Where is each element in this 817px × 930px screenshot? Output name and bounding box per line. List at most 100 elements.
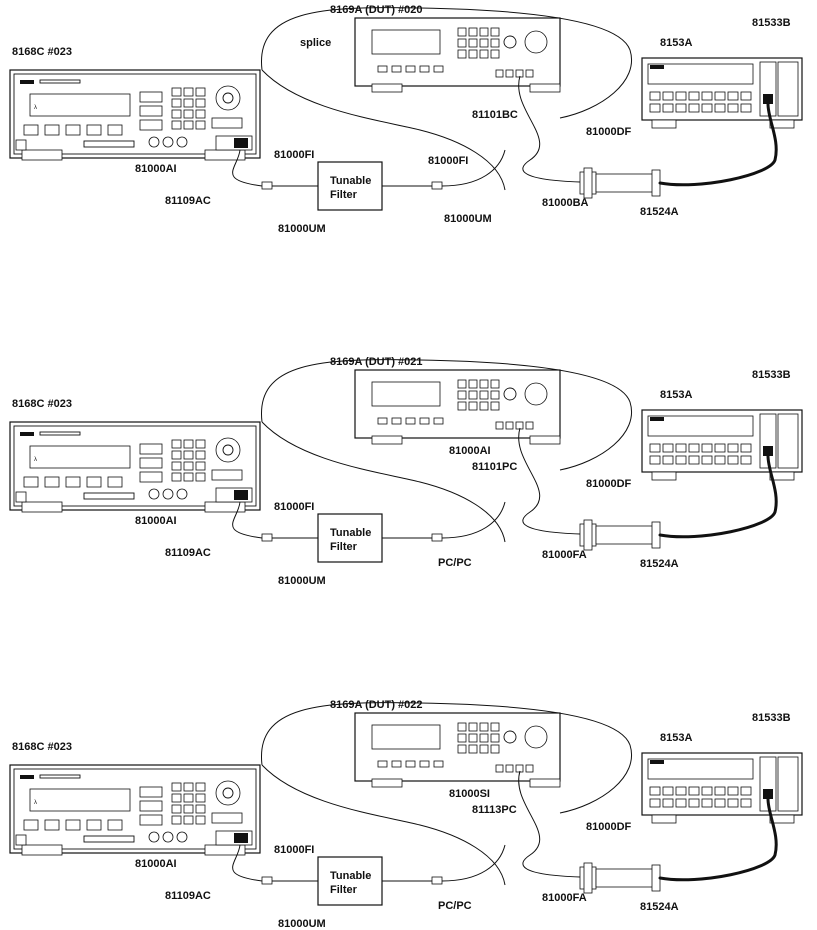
meter-key	[741, 104, 751, 112]
dut-keypad-key	[458, 50, 466, 58]
dut-keypad-key	[469, 745, 477, 753]
dut-keypad-key	[469, 28, 477, 36]
dut-keypad-key	[458, 734, 466, 742]
meter-key	[663, 104, 673, 112]
dut-keypad-key	[480, 39, 488, 47]
source-logo	[20, 80, 34, 84]
dut-keypad-key	[458, 402, 466, 410]
um-connector-right	[432, 534, 442, 541]
meter-key	[663, 444, 673, 452]
local-key	[212, 470, 242, 480]
source-label: 8168C #023	[12, 741, 72, 753]
local-key	[212, 813, 242, 823]
dut-label: 8169A (DUT) #020	[330, 4, 423, 16]
meter-key	[676, 104, 686, 112]
dut-instrument	[355, 370, 560, 444]
keypad-key	[172, 473, 181, 481]
keypad-key	[172, 783, 181, 791]
dut-keypad-key	[469, 391, 477, 399]
meter-key	[689, 444, 699, 452]
dut-keypad-key	[469, 734, 477, 742]
df-adapter-flange	[584, 520, 592, 550]
meter-key	[650, 104, 660, 112]
dut-keypad-key	[491, 28, 499, 36]
dut-softkey	[378, 761, 387, 767]
um-connector-left	[262, 877, 272, 884]
softkey-button	[45, 125, 59, 135]
keypad-key	[184, 440, 193, 448]
meter-key	[676, 799, 686, 807]
function-key	[140, 787, 162, 797]
dut-softkey	[392, 761, 401, 767]
dut-keypad-key	[458, 391, 466, 399]
keypad-key	[184, 794, 193, 802]
meter-key	[702, 92, 712, 100]
meter-key	[702, 104, 712, 112]
filter-input-label: 81000FI	[274, 501, 314, 513]
keypad-key	[184, 451, 193, 459]
keypad-key	[172, 805, 181, 813]
dut-softkey	[378, 418, 387, 424]
source-display	[30, 446, 130, 468]
keypad-key	[184, 783, 193, 791]
filter-text-line2: Filter	[330, 541, 358, 553]
keypad-key	[172, 110, 181, 118]
dut-keypad-key	[480, 402, 488, 410]
dut-connector	[526, 422, 533, 429]
dut-softkey	[434, 66, 443, 72]
keypad-key	[196, 88, 205, 96]
dut-connector	[496, 70, 503, 77]
dut-keypad-key	[469, 402, 477, 410]
dut-label: 8169A (DUT) #021	[330, 356, 423, 368]
dut-keypad-key	[458, 39, 466, 47]
dut-keypad-key	[491, 734, 499, 742]
splice-label: splice	[300, 37, 331, 49]
softkey-button	[87, 477, 101, 487]
meter-key	[702, 456, 712, 464]
meter-key	[715, 444, 725, 452]
tunable-laser-source: λ	[10, 70, 260, 160]
dut-keypad-key	[458, 723, 466, 731]
laser-output-port	[234, 490, 248, 500]
meter-key	[689, 104, 699, 112]
softkey-button	[66, 125, 80, 135]
head-cable-body	[596, 869, 654, 887]
keypad-key	[196, 121, 205, 129]
df-label: 81000DF	[586, 126, 632, 138]
um-connector-right	[432, 877, 442, 884]
tunable-laser-source: λ	[10, 422, 260, 512]
meter-key	[650, 444, 660, 452]
rotary-knob	[216, 781, 240, 805]
keypad-key	[184, 88, 193, 96]
keypad-key	[184, 110, 193, 118]
dut-knob	[525, 383, 547, 405]
head-cable-body	[596, 526, 654, 544]
keypad-key	[184, 99, 193, 107]
keypad-key	[196, 110, 205, 118]
dut-keypad-key	[491, 402, 499, 410]
power-meter	[642, 410, 802, 480]
softkey-button	[87, 820, 101, 830]
dut-keypad-key	[458, 28, 466, 36]
meter-key	[715, 799, 725, 807]
filter-input-label: 81000FI	[274, 844, 314, 856]
head-label: 81533B	[752, 712, 791, 724]
power-meter	[642, 753, 802, 823]
keypad-key	[172, 794, 181, 802]
function-key	[140, 815, 162, 825]
dut-connector-label: 81000SI	[449, 788, 490, 800]
softkey-button	[108, 820, 122, 830]
meter-key	[702, 787, 712, 795]
softkey-button	[45, 477, 59, 487]
softkey-button	[108, 125, 122, 135]
keypad-key	[196, 451, 205, 459]
dut-cable-label: 81101PC	[472, 461, 517, 473]
fiber-to-dut	[442, 502, 505, 538]
um-connector-left	[262, 182, 272, 189]
laser-output-port	[234, 833, 248, 843]
meter-key	[728, 456, 738, 464]
source-display	[30, 94, 130, 116]
function-key	[140, 106, 162, 116]
keypad-key	[184, 121, 193, 129]
filter-text-line1: Tunable	[330, 175, 371, 187]
